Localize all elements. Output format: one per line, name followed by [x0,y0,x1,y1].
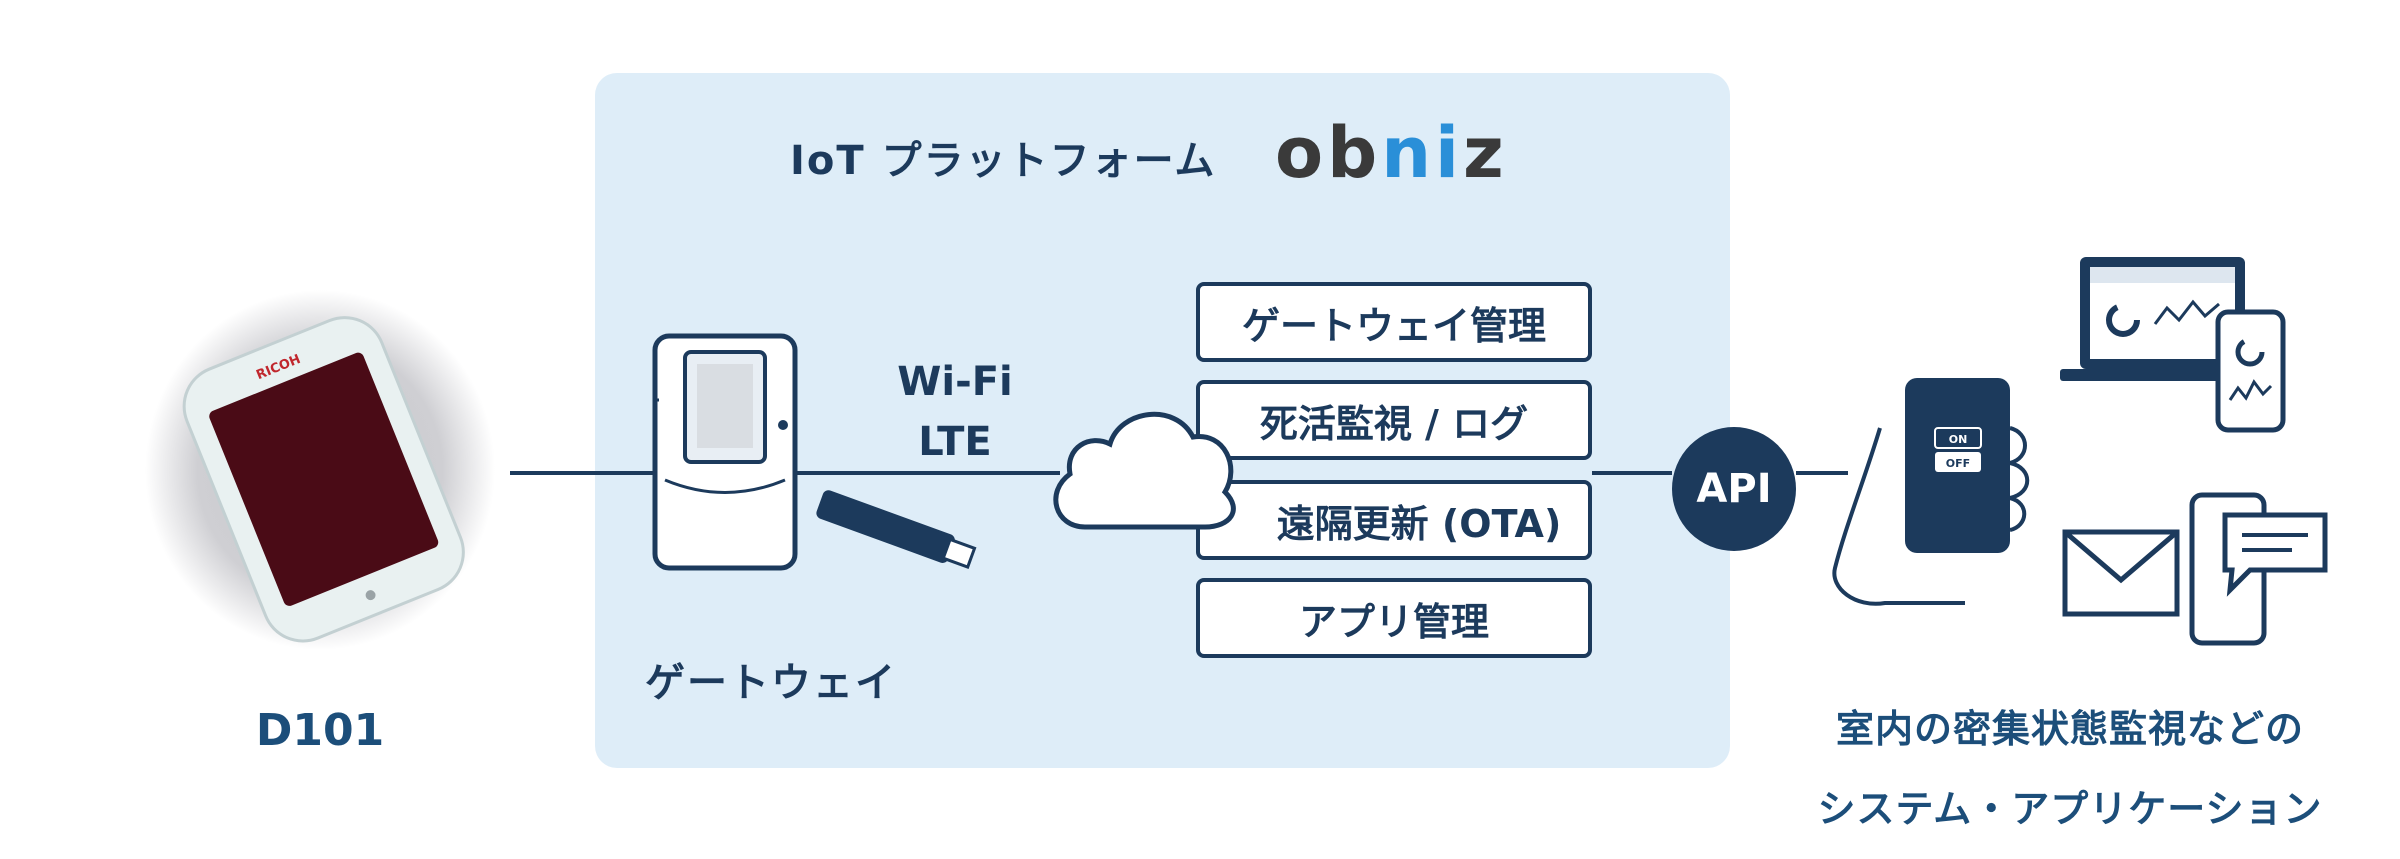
service-ota-update: 遠隔更新 (OTA) [1196,480,1592,560]
cloud-shape [1053,411,1236,530]
service-gateway-management: ゲートウェイ管理 [1196,282,1592,362]
laptop-donut-chart [2106,303,2140,337]
api-app-line [1796,471,1848,475]
service-monitoring-log: 死活監視 / ログ [1196,380,1592,460]
laptop-dashboard-icon [2060,257,2286,433]
api-badge: API [1672,427,1796,551]
gateway-device [652,333,977,571]
chat-bubble-icon [2222,512,2328,597]
tablet-donut-chart [2235,337,2265,367]
platform-api-line [1592,471,1672,475]
tablet-line-chart [2228,379,2273,401]
obniz-logo-suffix: z [1463,112,1508,194]
laptop-line-chart [2153,299,2220,325]
connection-wifi: Wi-Fi [897,359,1013,405]
application-caption-line-1: 室内の密集状態監視などの [1835,707,2304,751]
gateway-display-inner [697,364,753,448]
device-screen [209,352,439,606]
phone-on-button [1934,427,1982,449]
application-caption-line-2: システム・アプリケーション [1817,787,2323,831]
notification-icons [2062,492,2328,646]
envelope-flap [2063,530,2179,584]
obniz-logo-accent: ni [1381,112,1464,194]
gateway-cloud-line [790,471,1060,475]
connection-lte: LTE [918,419,992,465]
gateway-seam [664,478,786,494]
gateway-label: ゲートウェイ [645,660,897,706]
hand-fingers [2009,426,2030,532]
laptop-base [2060,369,2265,381]
gateway-port [778,420,788,430]
usb-dongle [816,490,977,570]
device-label: D101 [255,705,385,756]
connection-label: Wi-Fi LTE [895,352,1015,472]
usb-dongle-plug [941,537,977,570]
service-app-management: アプリ管理 [1196,578,1592,658]
platform-title: IoT プラットフォーム [790,138,1217,184]
cloud-icon [1053,411,1236,530]
obniz-logo: obniz [1275,118,1508,188]
phone-on-label: ON [1949,433,1968,446]
usb-dongle-body [816,490,955,563]
d101-device: RICOH [145,290,495,650]
obniz-logo-prefix: ob [1275,112,1382,194]
phone-off-button [1935,452,1981,472]
hand-phone-icon: ON OFF [1832,378,2030,606]
hand-outline [1832,427,1965,606]
tablet-body [2215,309,2286,433]
laptop-toolbar [2090,267,2235,283]
phone-off-label: OFF [1946,457,1970,470]
device-gateway-line [510,471,660,475]
device-button [365,590,376,601]
